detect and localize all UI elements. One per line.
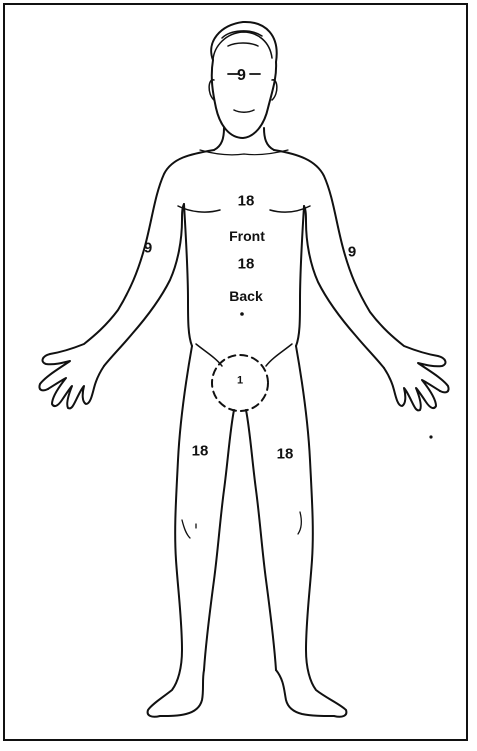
left-hand bbox=[48, 366, 104, 408]
right-knee bbox=[298, 512, 301, 534]
hair-outline bbox=[213, 31, 272, 60]
left-arm-inner bbox=[104, 204, 184, 366]
stray-mark bbox=[429, 435, 432, 438]
right-leg-inner bbox=[246, 410, 276, 670]
right-leg-outer bbox=[276, 346, 346, 717]
navel-mark bbox=[240, 312, 244, 316]
face-mouth bbox=[234, 110, 254, 112]
neck-left bbox=[214, 128, 224, 150]
chest-front-percentage-label: 18 bbox=[238, 194, 255, 209]
neck-right bbox=[264, 128, 274, 150]
left-leg-percentage-label: 18 bbox=[192, 444, 209, 459]
genital-percentage-label: 1 bbox=[237, 376, 243, 387]
groin-right bbox=[266, 344, 292, 366]
right-arm-inner bbox=[304, 206, 384, 368]
torso-left bbox=[184, 204, 192, 346]
front-label: Front bbox=[229, 229, 265, 243]
back-percentage-label: 18 bbox=[238, 257, 255, 272]
right-arm-percentage-label: 9 bbox=[348, 245, 356, 260]
torso-right bbox=[296, 206, 304, 346]
groin-left bbox=[196, 344, 222, 366]
right-hand bbox=[384, 368, 440, 410]
left-leg-outer bbox=[148, 346, 204, 717]
left-leg-inner bbox=[204, 410, 234, 670]
left-arm-percentage-label: 9 bbox=[144, 241, 152, 256]
right-leg-percentage-label: 18 bbox=[277, 447, 294, 462]
head-percentage-label: 9 bbox=[237, 68, 247, 84]
left-knee bbox=[182, 520, 196, 538]
back-label: Back bbox=[229, 289, 262, 303]
